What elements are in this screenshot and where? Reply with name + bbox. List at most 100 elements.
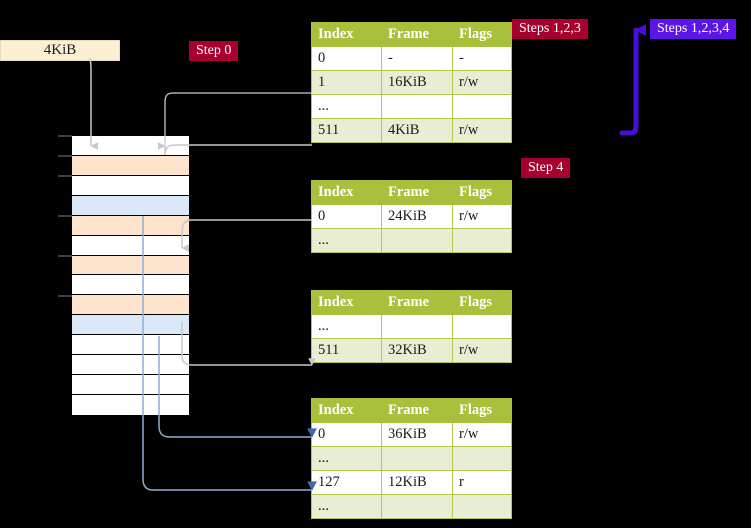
table-cell-frame: 36KiB (381, 422, 453, 447)
physical-memory-column (71, 135, 190, 416)
table-cell-frame: 32KiB (381, 338, 453, 363)
table-cell-index: ... (311, 494, 382, 519)
table-cell-flags (452, 94, 512, 119)
table-cell-flags: r/w (452, 338, 512, 363)
table-cell-flags (452, 446, 512, 471)
badge-step-0: Step 0 (189, 41, 239, 62)
page-size-box: 4KiB (0, 40, 120, 61)
page-size-label: 4KiB (43, 42, 77, 58)
memory-frame-row (72, 155, 189, 176)
column-header-frame: Frame (381, 180, 453, 205)
memory-frame-row (72, 175, 189, 196)
memory-frame-row (72, 335, 189, 356)
table-cell-frame (381, 228, 453, 253)
column-header-flags: Flags (452, 398, 512, 423)
badge-step-0-label: Step 0 (196, 43, 232, 58)
table-header-row: Index Frame Flags (311, 398, 512, 423)
table-cell-index: ... (311, 228, 382, 253)
badge-step-4-label: Step 4 (528, 160, 564, 175)
memory-tick-marks (58, 135, 72, 297)
table-cell-frame (381, 94, 453, 119)
memory-frame-row (72, 295, 189, 316)
column-header-flags: Flags (452, 180, 512, 205)
column-header-index: Index (311, 180, 382, 205)
table-cell-index: 0 (311, 422, 382, 447)
table-cell-flags (452, 314, 512, 339)
column-header-frame: Frame (381, 290, 453, 315)
table-cell-index: 511 (311, 118, 382, 143)
column-header-flags: Flags (452, 22, 512, 47)
memory-frame-row (72, 136, 189, 156)
table-cell-flags: - (452, 46, 512, 71)
table-row: ... (311, 494, 512, 519)
column-header-index: Index (311, 22, 382, 47)
badge-steps-123: Steps 1,2,3 (512, 19, 588, 40)
table-cell-index: 0 (311, 46, 382, 71)
memory-frame-row (72, 394, 189, 415)
table-header-row: Index Frame Flags (311, 290, 512, 315)
table-cell-frame: 12KiB (381, 470, 453, 495)
memory-frame-row (72, 315, 189, 336)
table-header-row: Index Frame Flags (311, 180, 512, 205)
badge-steps-1234: Steps 1,2,3,4 (650, 19, 737, 40)
table-cell-flags: r/w (452, 118, 512, 143)
badge-step-4: Step 4 (521, 158, 571, 179)
memory-frame-row (72, 275, 189, 296)
column-header-frame: Frame (381, 398, 453, 423)
table-cell-flags (452, 228, 512, 253)
table-header-row: Index Frame Flags (311, 22, 512, 47)
connector-steps-loop-arrow (619, 24, 646, 136)
table-cell-index: 1 (311, 70, 382, 95)
connector-pd-to-memory (181, 322, 316, 366)
column-header-flags: Flags (452, 290, 512, 315)
table-cell-flags: r/w (452, 70, 512, 95)
table-cell-frame (381, 314, 453, 339)
table-cell-flags: r (452, 470, 512, 495)
memory-frame-row (72, 235, 189, 256)
memory-frame-row (72, 375, 189, 395)
table-row: ... (311, 314, 512, 339)
badge-steps-1234-label: Steps 1,2,3,4 (657, 21, 730, 36)
column-header-frame: Frame (381, 22, 453, 47)
table-cell-index: 0 (311, 204, 382, 229)
table-cell-flags: r/w (452, 204, 512, 229)
table-cell-frame (381, 446, 453, 471)
table-row: ... (311, 446, 512, 471)
table-cell-flags: r/w (452, 422, 512, 447)
column-header-index: Index (311, 398, 382, 423)
table-row: ... (311, 228, 512, 253)
table-cell-index: 127 (311, 470, 382, 495)
table-cell-frame (381, 494, 453, 519)
table-row: 0-- (311, 46, 512, 71)
table-cell-index: 511 (311, 338, 382, 363)
table-cell-index: ... (311, 94, 382, 119)
table-cell-frame: - (381, 46, 453, 71)
connector-pdpt-to-memory (181, 219, 312, 252)
table-cell-frame: 4KiB (381, 118, 453, 143)
table-cell-flags (452, 494, 512, 519)
memory-frame-row (72, 195, 189, 216)
connector-4kib-to-memory (89, 57, 98, 150)
table-cell-frame: 16KiB (381, 70, 453, 95)
table-row: ... (311, 94, 512, 119)
table-cell-index: ... (311, 314, 382, 339)
badge-steps-123-label: Steps 1,2,3 (519, 21, 581, 36)
memory-frame-row (72, 355, 189, 376)
table-cell-index: ... (311, 446, 382, 471)
memory-frame-row (72, 255, 189, 276)
column-header-index: Index (311, 290, 382, 315)
